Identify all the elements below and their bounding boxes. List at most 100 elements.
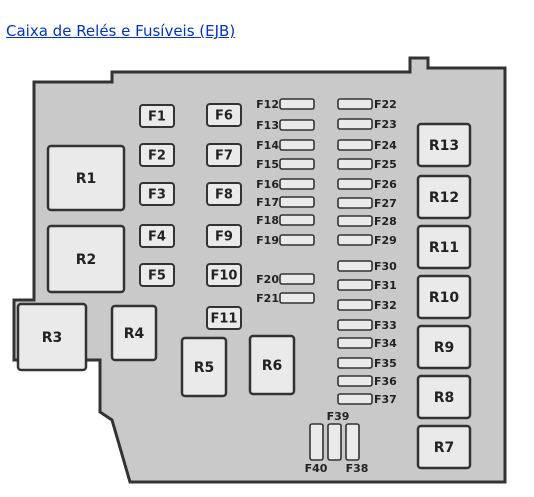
fuse-f18-label: F18 xyxy=(256,214,279,227)
fuse-f14-label: F14 xyxy=(256,139,279,152)
fuse-f4-label: F4 xyxy=(148,230,166,245)
fuse-f11-box xyxy=(206,306,242,330)
fuse-f7-box xyxy=(206,143,242,167)
relay-r7-label: R7 xyxy=(434,440,455,456)
relay-r8-box xyxy=(416,374,472,420)
fuse-f12-body xyxy=(279,98,315,110)
relay-r2-box xyxy=(46,224,126,294)
fuse-f1-label: F1 xyxy=(148,110,166,125)
fuse-f38-label: F38 xyxy=(346,462,369,475)
fuse-f33-label: F33 xyxy=(374,319,397,332)
relay-r3-label: R3 xyxy=(42,330,63,346)
title-link[interactable]: Caixa de Relés e Fusíveis (EJB) xyxy=(6,22,236,40)
fuse-f17-label: F17 xyxy=(256,196,279,209)
relay-r5-label: R5 xyxy=(194,360,215,376)
fuse-f2-box xyxy=(139,143,175,167)
relay-r8-label: R8 xyxy=(434,390,455,406)
fuse-f16-label: F16 xyxy=(256,178,279,191)
fuse-f36-body xyxy=(337,375,373,387)
fuse-f25-label: F25 xyxy=(374,158,397,171)
fuse-f5-box xyxy=(139,263,175,287)
fuse-f29-body xyxy=(337,234,373,246)
fuse-vertical-1 xyxy=(309,423,324,461)
fuse-f2-label: F2 xyxy=(148,149,166,164)
relay-r13-label: R13 xyxy=(429,138,459,154)
fuse-f24-label: F24 xyxy=(374,139,397,152)
fuse-f35-label: F35 xyxy=(374,357,397,370)
relay-r4-label: R4 xyxy=(124,326,145,342)
fuse-f27-body xyxy=(337,197,373,209)
fuse-f34-label: F34 xyxy=(374,337,397,350)
fuse-f21-body xyxy=(279,292,315,304)
relay-r2-label: R2 xyxy=(76,252,97,268)
fuse-f29-label: F29 xyxy=(374,234,397,247)
fuse-f6-box xyxy=(206,103,242,127)
fuse-f31-body xyxy=(337,279,373,291)
relay-r4-box xyxy=(110,304,158,362)
relay-r6-box xyxy=(248,334,296,396)
fuse-f32-body xyxy=(337,299,373,311)
fuse-f10-box xyxy=(206,263,242,287)
fuse-f23-label: F23 xyxy=(374,118,397,131)
fuse-f3-box xyxy=(139,182,175,206)
relay-r1-label: R1 xyxy=(76,171,97,187)
fuse-f19-body xyxy=(279,234,315,246)
fuse-f20-label: F20 xyxy=(256,273,279,286)
fuse-f40-label: F40 xyxy=(305,462,328,475)
fuse-f13-label: F13 xyxy=(256,119,279,132)
fuse-f8-label: F8 xyxy=(215,188,233,203)
fuse-f31-label: F31 xyxy=(374,279,397,292)
relay-r9-box xyxy=(416,324,472,370)
fuse-f9-label: F9 xyxy=(215,230,233,245)
fuse-f15-body xyxy=(279,158,315,170)
fuse-f35-body xyxy=(337,357,373,369)
fuse-f9-box xyxy=(206,224,242,248)
fuse-f39-label: F39 xyxy=(327,410,350,423)
fuse-vertical-3 xyxy=(345,423,360,461)
fuse-f17-body xyxy=(279,196,315,208)
relay-r11-box xyxy=(416,224,472,270)
fuse-vertical-2 xyxy=(327,423,342,461)
relay-r13-box xyxy=(416,122,472,168)
relay-r11-label: R11 xyxy=(429,240,459,256)
fuse-f5-label: F5 xyxy=(148,269,166,284)
fuse-f14-body xyxy=(279,139,315,151)
fuse-f16-body xyxy=(279,178,315,190)
fuse-f30-label: F30 xyxy=(374,260,397,273)
fuse-f30-body xyxy=(337,260,373,272)
relay-r12-label: R12 xyxy=(429,190,459,206)
fuse-f1-box xyxy=(139,104,175,128)
fuse-f18-body xyxy=(279,214,315,226)
fuse-f15-label: F15 xyxy=(256,158,279,171)
fuse-f13-body xyxy=(279,119,315,131)
fuse-f20-body xyxy=(279,273,315,285)
fuse-f37-label: F37 xyxy=(374,393,397,406)
fuse-f7-label: F7 xyxy=(215,149,233,164)
fuse-f19-label: F19 xyxy=(256,234,279,247)
relay-r1-box xyxy=(46,144,126,212)
fuse-f21-label: F21 xyxy=(256,292,279,305)
relay-r10-box xyxy=(416,274,472,320)
relay-r6-label: R6 xyxy=(262,358,283,374)
fuse-f33-body xyxy=(337,319,373,331)
fuse-f37-body xyxy=(337,393,373,405)
fuse-f23-body xyxy=(337,118,373,130)
relay-r12-box xyxy=(416,174,472,220)
relay-r5-box xyxy=(180,336,228,398)
fuse-f26-body xyxy=(337,178,373,190)
relay-r9-label: R9 xyxy=(434,340,455,356)
fuse-f12-label: F12 xyxy=(256,98,279,111)
fuse-f8-box xyxy=(206,182,242,206)
fuse-f28-label: F28 xyxy=(374,215,397,228)
fuse-f36-label: F36 xyxy=(374,375,397,388)
fuse-f34-body xyxy=(337,337,373,349)
fuse-f6-label: F6 xyxy=(215,109,233,124)
fuse-f26-label: F26 xyxy=(374,178,397,191)
relay-r7-box xyxy=(416,424,472,470)
fuse-f25-body xyxy=(337,158,373,170)
relay-r3-box xyxy=(16,302,88,372)
fuse-f27-label: F27 xyxy=(374,197,397,210)
fuse-f3-label: F3 xyxy=(148,188,166,203)
fuse-f4-box xyxy=(139,224,175,248)
